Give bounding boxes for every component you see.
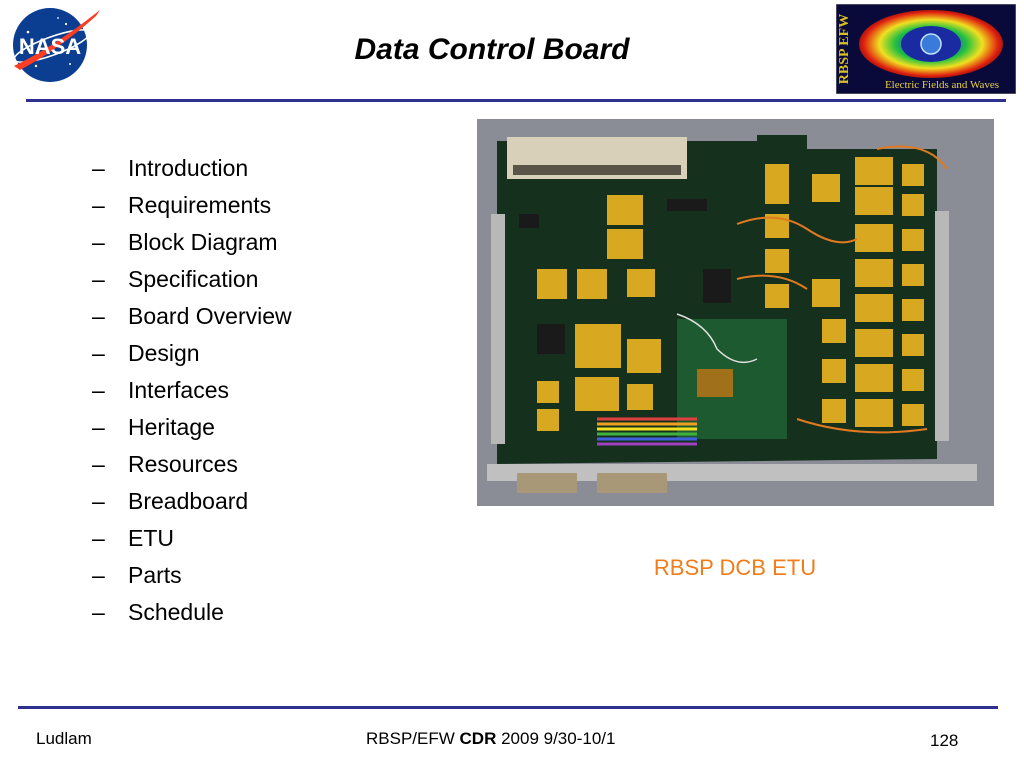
nasa-logo-icon: NASA — [13, 8, 100, 82]
agenda-item: –Schedule — [92, 594, 292, 631]
footer-event-bold: CDR — [459, 729, 497, 748]
agenda-item-label: Parts — [128, 562, 182, 588]
photo-caption: RBSP DCB ETU — [653, 555, 817, 580]
bullet-dash: – — [92, 229, 105, 255]
bullet-dash: – — [92, 451, 105, 477]
agenda-item-label: Heritage — [128, 414, 215, 440]
agenda-item: –Specification — [92, 261, 292, 298]
agenda-item-label: Schedule — [128, 599, 224, 625]
efw-logo-vertical-text: RBSP EFW — [837, 14, 852, 84]
agenda-item: –Design — [92, 335, 292, 372]
footer-author: Ludlam — [36, 729, 92, 748]
agenda-item-label: Requirements — [128, 192, 272, 218]
agenda-item-label: ETU — [128, 525, 174, 551]
agenda-item: –Requirements — [92, 187, 292, 224]
agenda-item: –Breadboard — [92, 483, 292, 520]
rbsp-efw-logo-icon: RBSP EFW Electric Fields and Waves — [836, 4, 1016, 94]
bullet-dash: – — [92, 266, 105, 292]
page-number: 128 — [930, 731, 959, 750]
bullet-dash: – — [92, 562, 105, 588]
bullet-dash: – — [92, 599, 105, 625]
footer-event: RBSP/EFW CDR 2009 9/30-10/1 — [366, 729, 615, 749]
footer-event-prefix: RBSP/EFW — [366, 729, 460, 748]
agenda-item-label: Introduction — [128, 155, 249, 181]
agenda-item: –Board Overview — [92, 298, 292, 335]
bullet-dash: – — [92, 414, 105, 440]
page-title: Data Control Board — [354, 33, 630, 66]
agenda-item-label: Design — [128, 340, 200, 366]
agenda-list: –Introduction–Requirements–Block Diagram… — [92, 150, 292, 631]
bullet-dash: – — [92, 303, 105, 329]
agenda-item: –Block Diagram — [92, 224, 292, 261]
bullet-dash: – — [92, 525, 105, 551]
agenda-item: –Resources — [92, 446, 292, 483]
agenda-item: –Introduction — [92, 150, 292, 187]
agenda-item-label: Breadboard — [128, 488, 249, 514]
nasa-logo-text: NASA — [19, 34, 81, 59]
bullet-dash: – — [92, 340, 105, 366]
efw-logo-caption: Electric Fields and Waves — [885, 79, 999, 91]
footer-divider — [18, 706, 998, 709]
bullet-dash: – — [92, 155, 105, 181]
header-divider — [26, 99, 1006, 102]
agenda-item: –Parts — [92, 557, 292, 594]
dcb-board-photo — [477, 119, 994, 506]
agenda-item: –Heritage — [92, 409, 292, 446]
agenda-item-label: Board Overview — [128, 303, 292, 329]
agenda-item-label: Interfaces — [128, 377, 229, 403]
agenda-item: –Interfaces — [92, 372, 292, 409]
bullet-dash: – — [92, 488, 105, 514]
footer-event-suffix: 2009 9/30-10/1 — [496, 729, 616, 748]
agenda-item-label: Specification — [128, 266, 259, 292]
agenda-item: –ETU — [92, 520, 292, 557]
bullet-dash: – — [92, 192, 105, 218]
agenda-item-label: Resources — [128, 451, 238, 477]
bullet-dash: – — [92, 377, 105, 403]
agenda-item-label: Block Diagram — [128, 229, 278, 255]
